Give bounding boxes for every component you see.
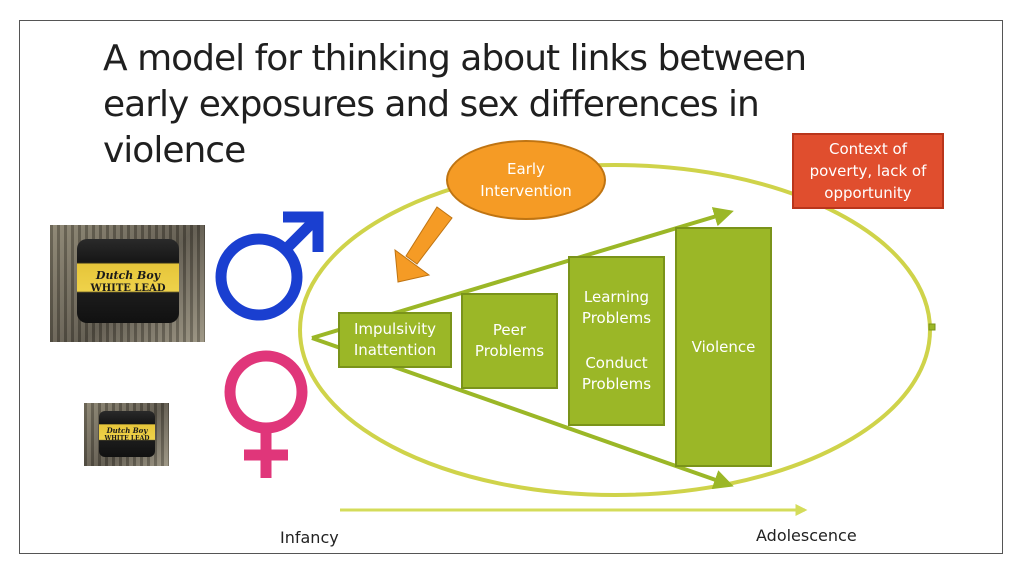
paint-can-image: Dutch Boy WHITE LEAD (77, 239, 179, 323)
impulsivity-label: Impulsivity (353, 320, 436, 338)
learning-problems-label: Problems (581, 309, 652, 327)
context-line-1: Context of (828, 140, 907, 158)
learning-conduct-problems-box: Learning Problems Conduct Problems (568, 256, 665, 426)
slide-title: A model for thinking about links between… (103, 36, 843, 174)
intervention-arrow (394, 206, 453, 283)
violence-label: Violence (691, 337, 756, 356)
early-intervention-line-2: Intervention (480, 182, 572, 200)
title-line-3: violence (103, 130, 246, 171)
male-symbol-icon (215, 211, 324, 321)
can-brand-top: Dutch Boy (95, 269, 161, 282)
female-symbol-icon (224, 350, 308, 478)
title-line-2: early exposures and sex differences in (103, 84, 760, 125)
violence-box: Violence (675, 227, 772, 467)
lead-paint-photo-large: Dutch Boy WHITE LEAD (50, 225, 205, 342)
context-line-3: opportunity (824, 184, 912, 202)
slide-frame (19, 20, 1003, 554)
lead-paint-photo-small: Dutch Boy WHITE LEAD (84, 403, 169, 466)
peer-problems-label: Problems (474, 342, 545, 360)
peer-problems-box: Peer Problems (461, 293, 558, 389)
title-line-1: A model for thinking about links between (103, 38, 807, 79)
can-brand-top-small: Dutch Boy (106, 426, 148, 435)
early-intervention-oval: Early Intervention (446, 140, 606, 220)
context-line-2: poverty, lack of (809, 162, 927, 180)
can-brand-bottom: WHITE LEAD (90, 283, 166, 294)
stage-spacer (582, 329, 651, 353)
peer-label: Peer (492, 321, 527, 339)
timeline-end-label: Adolescence (756, 526, 857, 545)
paint-can-image-small: Dutch Boy WHITE LEAD (99, 411, 155, 457)
timeline-start-label: Infancy (280, 528, 339, 547)
context-box: Context of poverty, lack of opportunity (792, 133, 944, 209)
impulsivity-inattention-box: Impulsivity Inattention (338, 312, 452, 368)
early-intervention-line-1: Early (507, 160, 545, 178)
inattention-label: Inattention (353, 341, 437, 359)
conduct-problems-label: Problems (581, 375, 652, 393)
can-brand-bottom-small: WHITE LEAD (104, 435, 150, 442)
learning-label: Learning (583, 288, 650, 306)
small-green-dot (928, 323, 936, 331)
conduct-label: Conduct (585, 354, 648, 372)
